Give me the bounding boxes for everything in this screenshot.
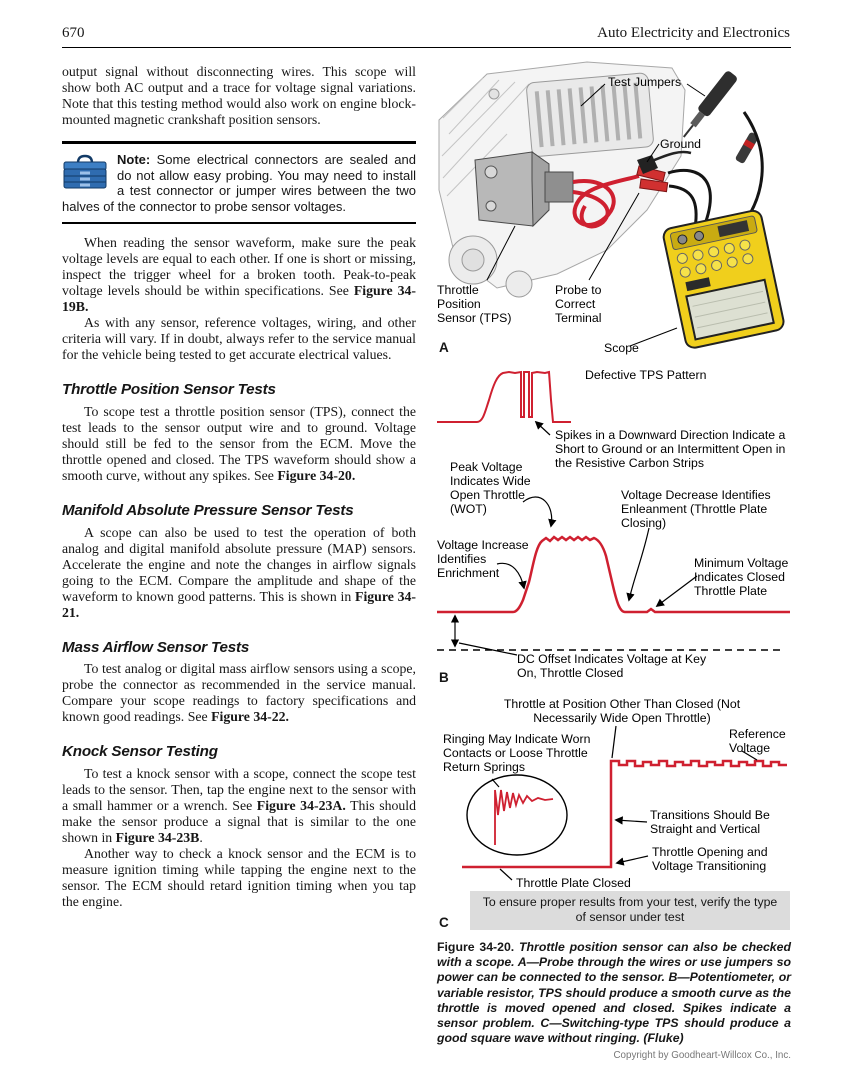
paragraph-map: A scope can also be used to test the ope… <box>62 524 416 620</box>
running-title: Auto Electricity and Electronics <box>597 25 790 41</box>
label-test-jumpers: Test Jumpers <box>608 75 682 89</box>
label-peak-voltage: Peak Voltage Indicates Wide Open Throttl… <box>450 460 531 517</box>
note-box: Note: Some electrical connectors are sea… <box>62 141 416 225</box>
paragraph-vary: As with any sensor, reference voltages, … <box>62 315 416 363</box>
note-body: Some electrical connectors are sealed an… <box>62 152 416 214</box>
label-reference-voltage: Reference Voltage <box>729 727 786 756</box>
defective-tps-trace <box>437 370 571 423</box>
heading-map-tests: Manifold Absolute Pressure Sensor Tests <box>62 502 354 519</box>
figure-part-b: Defective TPS Pattern Spikes in a Downwa… <box>437 360 791 695</box>
figure-caption: Figure 34-20. Throttle position sensor c… <box>437 940 791 1046</box>
figure-b-waveforms <box>437 370 790 656</box>
label-tps: Throttle Position Sensor (TPS) <box>437 283 512 326</box>
label-ground: Ground <box>660 137 702 151</box>
part-letter-a: A <box>439 340 449 355</box>
label-voltage-decrease: Voltage Decrease Identifies Enleanment (… <box>621 488 771 531</box>
figure-c-waveform <box>462 725 787 881</box>
figure-part-a: Test Jumpers Ground Throttle Position Se… <box>437 60 791 360</box>
ground-clip <box>637 150 692 174</box>
copyright-credit: Copyright by Goodheart-Willcox Co., Inc. <box>613 1050 791 1061</box>
label-throttle-closed: Throttle Plate Closed <box>516 876 631 890</box>
paragraph-waveform: When reading the sensor waveform, make s… <box>62 235 416 315</box>
heading-maf-tests: Mass Airflow Sensor Tests <box>62 638 250 656</box>
part-letter-b: B <box>439 670 449 685</box>
label-ringing: Ringing May Indicate Worn Contacts or Lo… <box>443 732 591 775</box>
page-number: 670 <box>62 25 85 41</box>
paragraph-knock-2: Another way to check a knock sensor and … <box>62 845 416 909</box>
label-minimum-voltage: Minimum Voltage Indicates Closed Throttl… <box>694 556 789 599</box>
ringing-trace <box>494 789 554 845</box>
good-tps-trace <box>437 535 790 614</box>
label-defective-pattern: Defective TPS Pattern <box>585 368 707 382</box>
paragraph-tps: To scope test a throttle position sensor… <box>62 404 416 483</box>
paragraph-knock-1: To test a knock sensor with a scope, con… <box>62 765 416 845</box>
label-throttle-opening: Throttle Opening and Voltage Transitioni… <box>652 845 768 874</box>
figure-part-c: Throttle at Position Other Than Closed (… <box>437 695 791 940</box>
heading-knock-testing: Knock Sensor Testing <box>62 743 218 761</box>
ringing-circle <box>466 774 568 856</box>
figure-c-leaders <box>491 725 758 881</box>
heading-tps-tests: Throttle Position Sensor Tests <box>62 381 276 399</box>
note-label: Note: <box>117 152 157 167</box>
label-throttle-position: Throttle at Position Other Than Closed (… <box>503 697 741 726</box>
label-spikes: Spikes in a Downward Direction Indicate … <box>555 428 786 471</box>
label-scope: Scope <box>604 341 639 355</box>
label-dc-offset: DC Offset Indicates Voltage at Key On, T… <box>517 652 707 681</box>
header-rule <box>62 47 791 48</box>
text-column: output signal without disconnecting wire… <box>62 64 416 910</box>
figure-a-leaders <box>486 83 706 347</box>
figure-34-20: Test Jumpers Ground Throttle Position Se… <box>437 60 791 1072</box>
scope-device <box>662 209 785 349</box>
toolbox-icon <box>63 154 107 189</box>
paragraph-intro: output signal without disconnecting wire… <box>62 64 416 127</box>
label-transitions: Transitions Should Be Straight and Verti… <box>650 808 770 837</box>
figure-b-leaders <box>450 420 698 656</box>
tps-sensor <box>474 151 574 228</box>
note-text: Note: Some electrical connectors are sea… <box>62 152 416 214</box>
part-letter-c: C <box>439 915 449 930</box>
square-wave-trace <box>462 759 787 869</box>
verify-note-box: To ensure proper results from your test,… <box>470 891 790 930</box>
label-voltage-increase: Voltage Increase Identifies Enrichment <box>437 538 529 581</box>
paragraph-maf: To test analog or digital mass airflow s… <box>62 661 416 725</box>
figure-a-illustration <box>438 61 785 349</box>
label-probe-terminal: Probe to Correct Terminal <box>555 283 602 326</box>
test-probe <box>682 71 759 164</box>
